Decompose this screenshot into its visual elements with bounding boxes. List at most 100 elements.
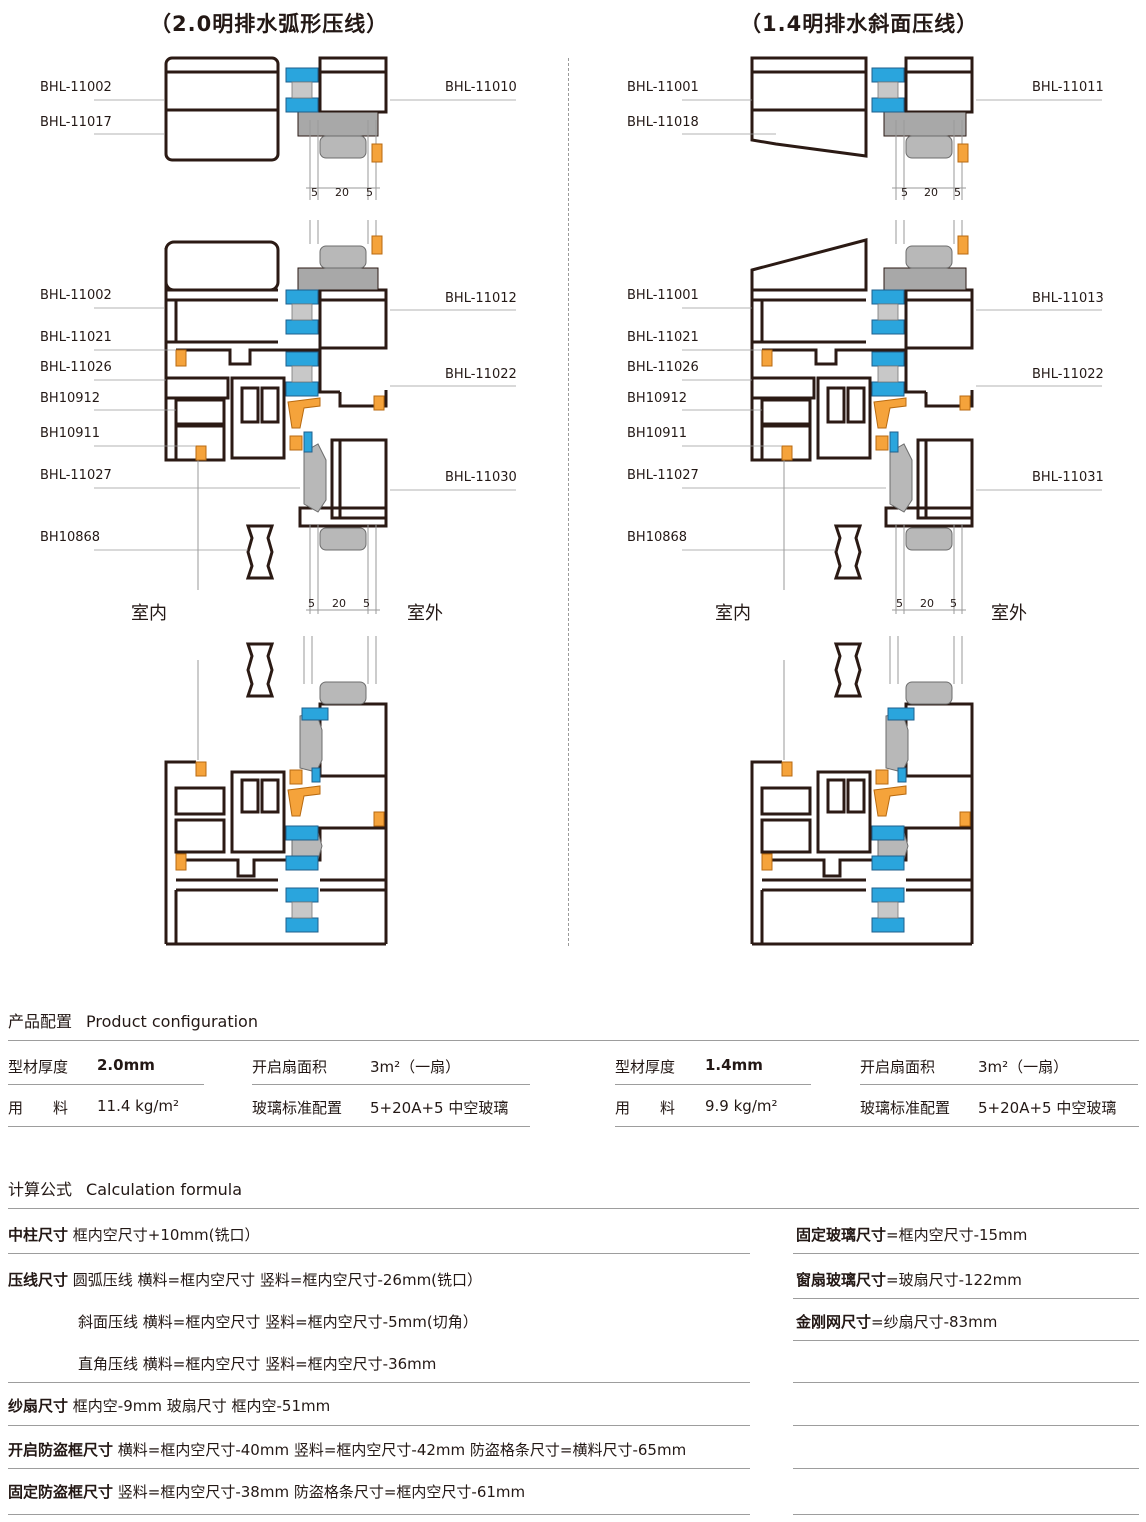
right-glass-value: 5+20A+5 中空玻璃 [978, 1099, 1117, 1117]
formula-right-row-3: 金刚网尺寸=纱扇尺寸-83mm [796, 1311, 997, 1332]
formula-left-row-2-label: 压线尺寸 [8, 1271, 69, 1289]
formula-heading-en: Calculation formula [86, 1180, 243, 1199]
right-mid-label-3: BHL-11026 [627, 360, 699, 375]
left-mid-label-6: BHL-11027 [40, 468, 112, 483]
formula-right-row-2-label: 窗扇玻璃尺寸 [796, 1271, 887, 1289]
right-mid-label-7: BH10868 [627, 530, 688, 545]
right-material-value: 9.9 kg/m² [705, 1097, 778, 1115]
left-section-title: （2.0明排水弧形压线） [150, 12, 389, 36]
right-top-label-2: BHL-11018 [627, 115, 699, 130]
formula-right-row-3-label: 金刚网尺寸 [796, 1313, 872, 1331]
formula-left-rule-5 [8, 1514, 750, 1515]
left-thickness-label: 型材厚度 [8, 1058, 69, 1076]
formula-left-row-4: 直角压线 横料=框内空尺寸 竖料=框内空尺寸-36mm [78, 1353, 436, 1374]
left-mid-label-5: BH10911 [40, 426, 101, 441]
right-area-value: 3m²（一扇） [978, 1058, 1069, 1076]
config-heading-en: Product configuration [86, 1012, 258, 1031]
formula-right-rule-7 [793, 1514, 1139, 1515]
formula-right-rule-5 [793, 1425, 1139, 1426]
right-config-rule-c [615, 1126, 1139, 1127]
config-rule-top [8, 1040, 1139, 1041]
left-profile-drawing [94, 56, 516, 946]
formula-left-row-6-text: 横料=框内空尺寸-40mm 竖料=框内空尺寸-42mm 防盗格条尺寸=横料尺寸-… [113, 1441, 687, 1459]
formula-right-rule-3 [793, 1340, 1139, 1341]
formula-left-row-5-label: 纱扇尺寸 [8, 1397, 69, 1415]
left-mid-dim-1: 5 [308, 597, 315, 610]
left-mid-dim-2: 20 [332, 597, 346, 610]
right-mid-label-4: BH10912 [627, 391, 688, 406]
right-top-dim-2: 20 [924, 186, 938, 199]
right-top-dim-3: 5 [954, 186, 961, 199]
left-mid-label-7: BH10868 [40, 530, 101, 545]
left-config-rule-b [252, 1084, 530, 1085]
formula-left-row-6-label: 开启防盗框尺寸 [8, 1441, 114, 1459]
formula-left-row-2: 压线尺寸 圆弧压线 横料=框内空尺寸 竖料=框内空尺寸-26mm(铣口） [8, 1269, 482, 1290]
left-top-dim-2: 20 [335, 186, 349, 199]
formula-left-row-3-text: 斜面压线 横料=框内空尺寸 竖料=框内空尺寸-5mm(切角） [78, 1313, 478, 1331]
formula-left-row-7-text: 竖料=框内空尺寸-38mm 防盗格条尺寸=框内空尺寸-61mm [113, 1483, 526, 1501]
formula-right-row-2-text: =玻扇尺寸-122mm [886, 1271, 1022, 1289]
formula-right-rule-2 [793, 1298, 1139, 1299]
center-divider [568, 58, 569, 946]
formula-right-row-1-text: =框内空尺寸-15mm [886, 1226, 1028, 1244]
left-top-dim-1: 5 [311, 186, 318, 199]
left-glass-value: 5+20A+5 中空玻璃 [370, 1099, 509, 1117]
formula-heading-cn: 计算公式 [8, 1180, 73, 1199]
formula-left-row-7: 固定防盗框尺寸 竖料=框内空尺寸-38mm 防盗格条尺寸=框内空尺寸-61mm [8, 1481, 525, 1502]
formula-left-rule-3 [8, 1425, 750, 1426]
formula-right-rule-6 [793, 1468, 1139, 1469]
right-mid-label-5: BH10911 [627, 426, 688, 441]
left-top-label-1: BHL-11002 [40, 80, 112, 95]
config-heading-cn: 产品配置 [8, 1012, 73, 1031]
formula-right-row-1-label: 固定玻璃尺寸 [796, 1226, 887, 1244]
left-mid-label-3: BHL-11026 [40, 360, 112, 375]
left-mid-dim-3: 5 [363, 597, 370, 610]
left-config-rule-a [8, 1084, 204, 1085]
right-mid-label-right-3: BHL-11031 [1032, 470, 1104, 485]
formula-left-row-1-label: 中柱尺寸 [8, 1226, 69, 1244]
right-material-label: 用 料 [615, 1099, 676, 1117]
formula-left-rule-2 [8, 1382, 750, 1383]
left-area-label: 开启扇面积 [252, 1058, 328, 1076]
right-mid-label-right-1: BHL-11013 [1032, 291, 1104, 306]
left-mid-label-2: BHL-11021 [40, 330, 112, 345]
formula-left-row-3: 斜面压线 横料=框内空尺寸 竖料=框内空尺寸-5mm(切角） [78, 1311, 478, 1332]
right-area-label: 开启扇面积 [860, 1058, 936, 1076]
left-mid-label-right-3: BHL-11030 [445, 470, 517, 485]
formula-left-row-5-text: 框内空-9mm 玻扇尺寸 框内空-51mm [68, 1397, 331, 1415]
formula-left-row-6: 开启防盗框尺寸 横料=框内空尺寸-40mm 竖料=框内空尺寸-42mm 防盗格条… [8, 1439, 686, 1460]
formula-left-row-5: 纱扇尺寸 框内空-9mm 玻扇尺寸 框内空-51mm [8, 1395, 330, 1416]
right-section-title: （1.4明排水斜面压线） [740, 12, 979, 36]
left-mid-label-1: BHL-11002 [40, 288, 112, 303]
left-mid-label-right-2: BHL-11022 [445, 367, 517, 382]
left-top-label-2: BHL-11017 [40, 115, 112, 130]
config-heading: 产品配置 Product configuration [8, 1008, 258, 1032]
formula-left-row-1: 中柱尺寸 框内空尺寸+10mm(铣口） [8, 1224, 260, 1245]
right-mid-dim-2: 20 [920, 597, 934, 610]
right-inside-label: 室内 [715, 603, 751, 624]
right-top-label-right: BHL-11011 [1032, 80, 1104, 95]
right-mid-dim-3: 5 [950, 597, 957, 610]
formula-left-rule-4 [8, 1468, 750, 1469]
right-mid-label-6: BHL-11027 [627, 468, 699, 483]
left-top-dim-3: 5 [366, 186, 373, 199]
right-config-rule-a [615, 1084, 811, 1085]
left-mid-label-4: BH10912 [40, 391, 101, 406]
right-profile-drawing [682, 56, 1102, 946]
left-material-label: 用 料 [8, 1099, 69, 1117]
formula-left-row-1-text: 框内空尺寸+10mm(铣口） [68, 1226, 260, 1244]
left-glass-label: 玻璃标准配置 [252, 1099, 343, 1117]
right-mid-label-1: BHL-11001 [627, 288, 699, 303]
right-mid-dim-1: 5 [896, 597, 903, 610]
formula-left-row-7-label: 固定防盗框尺寸 [8, 1483, 114, 1501]
formula-left-row-2-text: 圆弧压线 横料=框内空尺寸 竖料=框内空尺寸-26mm(铣口） [68, 1271, 483, 1289]
left-mid-label-right-1: BHL-11012 [445, 291, 517, 306]
formula-heading: 计算公式 Calculation formula [8, 1176, 242, 1200]
right-top-label-1: BHL-11001 [627, 80, 699, 95]
left-material-value: 11.4 kg/m² [97, 1097, 180, 1115]
left-top-label-right: BHL-11010 [445, 80, 517, 95]
right-thickness-label: 型材厚度 [615, 1058, 676, 1076]
right-config-rule-b [860, 1084, 1138, 1085]
formula-right-rule-4 [793, 1382, 1139, 1383]
right-glass-label: 玻璃标准配置 [860, 1099, 951, 1117]
